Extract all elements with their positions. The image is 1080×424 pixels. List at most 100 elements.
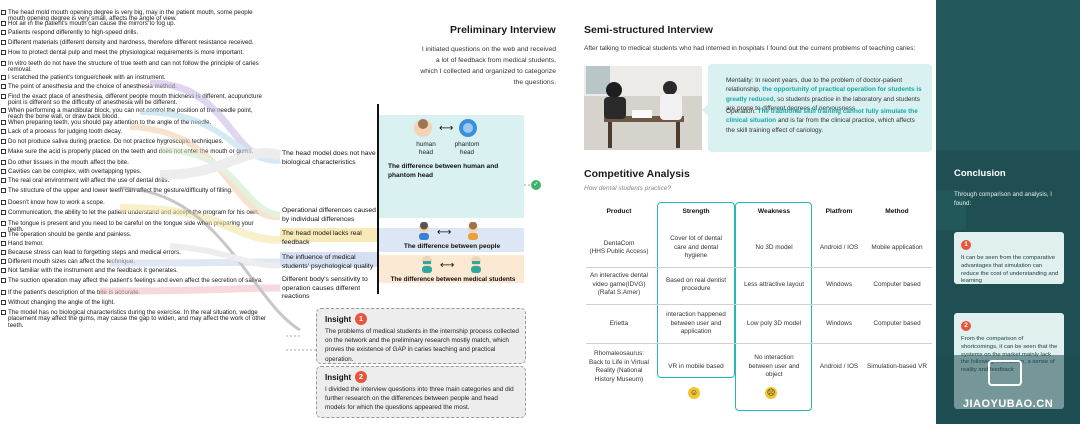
competitive-subtitle: How dental students practice? <box>584 185 672 192</box>
category-real-feedback: The head model lacks real feedback <box>282 230 362 246</box>
flow-band-5 <box>119 204 281 244</box>
table-cell: Rhomaleosaurus: Back to Life in Virtual … <box>589 350 649 383</box>
checkbox-square-icon <box>1 50 6 55</box>
checkbox-square-icon <box>1 120 6 125</box>
insight-box-1: Insight 1 The problems of medical studen… <box>316 308 526 364</box>
conclusion-title: Conclusion <box>954 168 1006 179</box>
checkbox-square-icon <box>1 278 6 283</box>
table-header: Product <box>606 208 632 215</box>
smile-icon: ☺ <box>688 387 700 399</box>
human-head-label: human head <box>416 141 436 156</box>
feedback-text: The real oral environment will affect th… <box>8 176 170 184</box>
feedback-text: How to protect dental pulp and meet the … <box>8 48 244 56</box>
feedback-text: The tongue is present and you need to be… <box>8 219 254 234</box>
table-cell: Windows <box>826 319 852 327</box>
semi-panel-pointer <box>702 104 708 116</box>
checkbox-square-icon <box>1 268 6 273</box>
feedback-text: In vitro teeth do not have the structure… <box>8 59 259 74</box>
insight-box-2: Insight 2 I divided the interview questi… <box>316 366 526 418</box>
table-cell: Less attractive layout <box>743 280 805 288</box>
students-icons: ⟷ <box>422 256 481 273</box>
weakness-column-box <box>735 202 812 411</box>
feedback-text: If the patient's description of the bite… <box>8 288 141 296</box>
checkbox-square-icon <box>1 139 6 144</box>
feedback-text: Doesn't know how to work a scope. <box>8 198 105 206</box>
operation-text-2: and is far from the clinical practice, w… <box>726 117 915 134</box>
feedback-text: The point of anesthesia and the choice o… <box>8 82 177 90</box>
preliminary-title: Preliminary Interview <box>450 24 556 36</box>
checkbox-square-icon <box>1 188 6 193</box>
conclusion-badge: 1 <box>961 240 971 250</box>
conclusion-intro: Through comparison and analysis, I found… <box>954 191 1053 207</box>
category-body-sensitivity: Different body's sensitivity to operatio… <box>282 276 368 300</box>
checkbox-square-icon <box>1 84 6 89</box>
feedback-text: Without changing the angle of the light. <box>8 298 115 306</box>
feedback-text: Hot air in the patient's mouth can cause… <box>8 19 176 27</box>
human-phantom-icons: ⟷ <box>414 119 477 137</box>
operation-highlight: The traditional skill training cannot fu… <box>726 108 918 125</box>
people-difference-title: The difference between people <box>403 243 501 250</box>
category-individual-differences: Operational differences caused by indivi… <box>282 207 376 223</box>
table-header: Weakness <box>757 208 791 215</box>
feedback-text: Find the exact place of anesthesia, diff… <box>8 92 262 107</box>
feedback-text: Different materials (different density a… <box>8 38 254 46</box>
checkbox-square-icon <box>1 221 6 226</box>
flow-band-9 <box>119 186 301 332</box>
checkbox-square-icon <box>1 232 6 237</box>
feedback-text: Do not produce saliva during practice. D… <box>8 137 224 145</box>
insight-badge: 1 <box>355 313 367 325</box>
feedback-text: I scratched the patient's tongue/cheek w… <box>8 73 166 81</box>
table-cell: Computer based <box>873 280 921 288</box>
insight-title: Insight <box>325 315 352 324</box>
checkbox-square-icon <box>1 310 6 315</box>
table-cell: Computer based <box>873 319 921 327</box>
human-phantom-title: The difference between human and phantom… <box>388 163 499 179</box>
checkbox-square-icon <box>1 40 6 45</box>
mentality-text-1: Mentality: In recent years, due to the p… <box>726 77 903 94</box>
checkbox-square-icon <box>1 300 6 305</box>
conclusion-card-1: 1 It can be seen from the comparative ad… <box>954 232 1064 284</box>
feedback-text: Patients respond differently to high-spe… <box>8 28 139 36</box>
table-divider <box>586 267 932 268</box>
feedback-text: The operation should be gentle and painl… <box>8 230 132 238</box>
table-cell: Low poly 3D model <box>746 319 802 327</box>
insight-text: I divided the interview questions into t… <box>325 386 514 412</box>
svg-text:⟷: ⟷ <box>437 227 451 238</box>
feedback-text: The suction operation may affect the pat… <box>8 276 263 284</box>
svg-text:⟷: ⟷ <box>439 123 453 134</box>
flow-band-10 <box>169 243 281 269</box>
feedback-text: Lack of a process for judging tooth deca… <box>8 127 123 135</box>
conclusion-text: It can be seen from the comparative adva… <box>961 255 1059 285</box>
feedback-text: Do other tissues in the mouth affect the… <box>8 158 129 166</box>
phantom-head-label: phantom head <box>454 141 480 156</box>
category-psychological-quality: The influence of medical students' psych… <box>282 254 374 270</box>
flow-diagram <box>99 79 536 351</box>
table-cell: No interaction between user and object <box>748 354 800 379</box>
checkbox-square-icon <box>1 160 6 165</box>
table-cell: An interactive dental video game(IDVG) (… <box>590 272 648 297</box>
flow-band-7 <box>99 284 281 295</box>
mentality-highlight: the opportunity of practical operation f… <box>726 86 922 103</box>
divider-line-left <box>377 104 379 294</box>
table-header: Strength <box>682 208 710 215</box>
sidebar-pattern <box>936 0 1080 230</box>
category-biological: The head model does not have biological … <box>282 150 376 166</box>
table-cell: No 3D model <box>755 243 793 251</box>
feedback-text: Make sure the acid is properly placed on… <box>8 147 254 155</box>
flow-band-8 <box>159 148 282 180</box>
checkbox-square-icon <box>1 129 6 134</box>
checkbox-square-icon <box>1 259 6 264</box>
table-cell: Simulation-based VR <box>866 362 928 370</box>
table-cell: Windows <box>826 280 852 288</box>
checkbox-square-icon <box>1 241 6 246</box>
table-cell: Erietta <box>609 319 629 327</box>
preliminary-text: I initiated questions on the web and rec… <box>420 46 556 86</box>
checkbox-square-icon <box>1 149 6 154</box>
checkbox-square-icon <box>1 94 6 99</box>
svg-text:⟷: ⟷ <box>440 260 454 271</box>
insight-title: Insight <box>325 373 352 382</box>
table-cell: Android / IOS <box>819 362 859 370</box>
feedback-text: When preparing teeth, you should pay att… <box>8 118 212 126</box>
feedback-text: Cavities can be complex, with overlappin… <box>8 167 142 175</box>
watermark <box>936 355 1080 424</box>
